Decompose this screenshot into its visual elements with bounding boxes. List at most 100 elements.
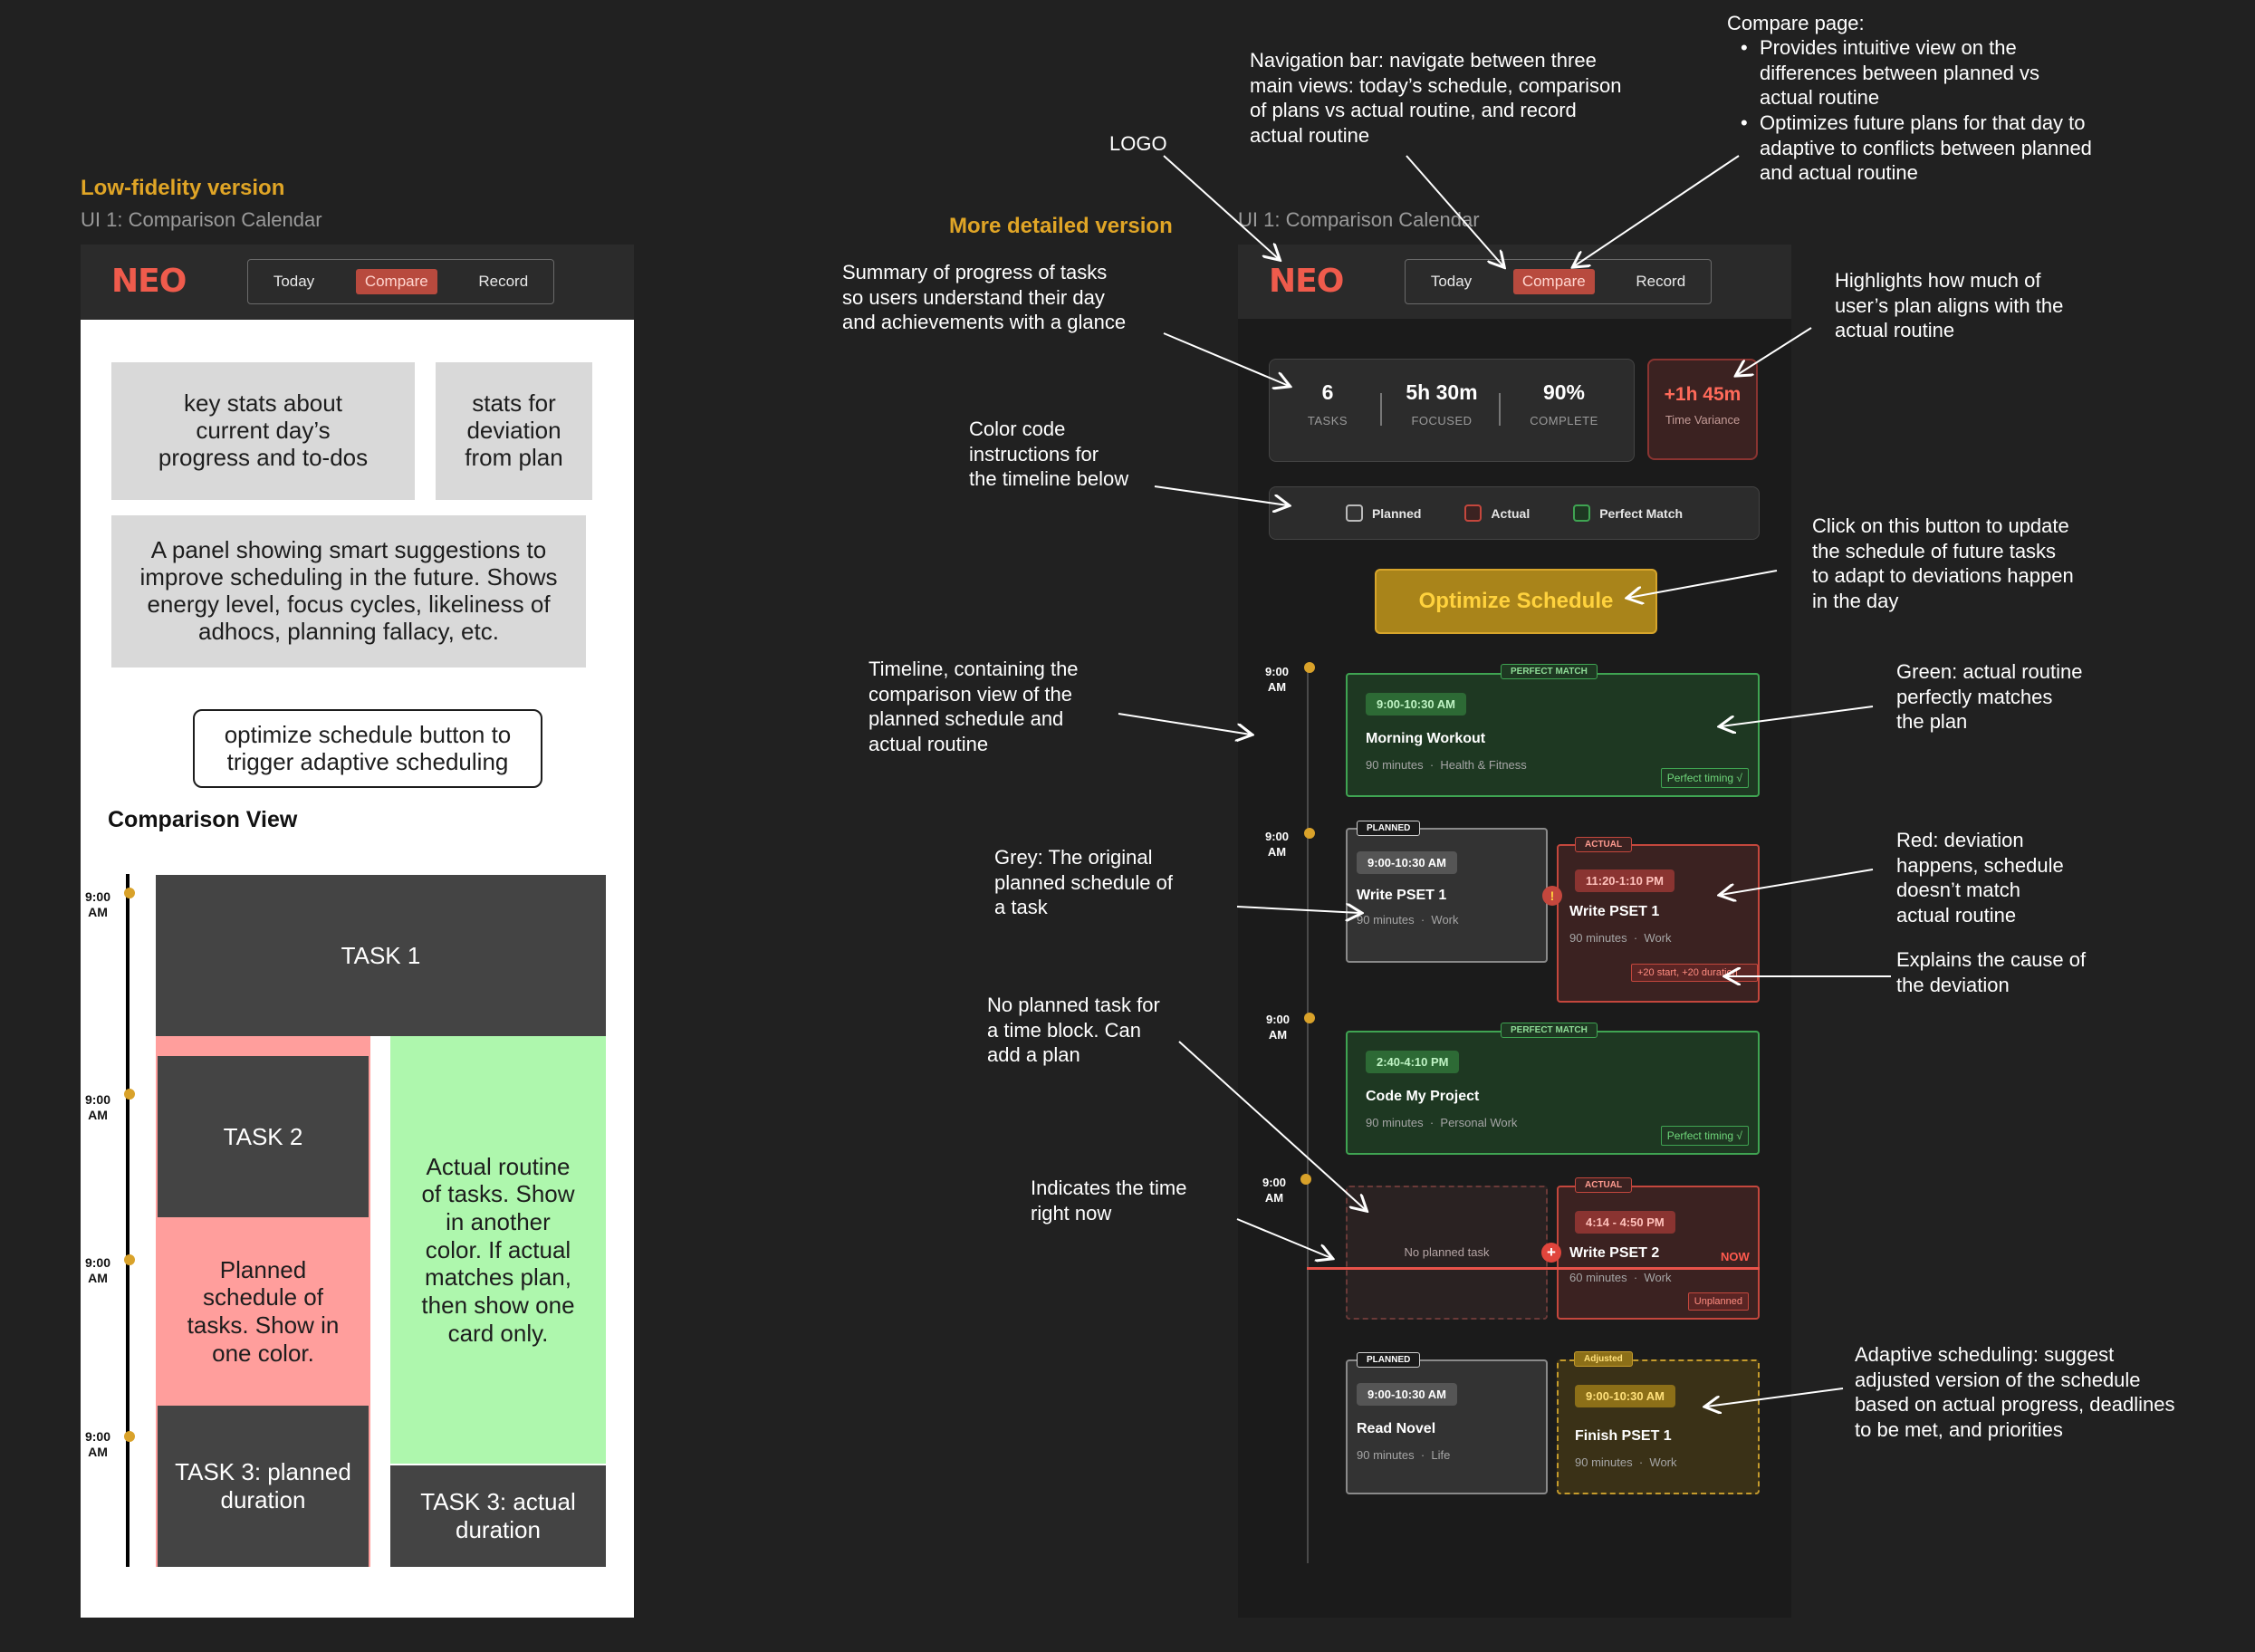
actual-description: Actual routine of tasks. Show in another… bbox=[390, 1036, 606, 1464]
variance-value: +1h 45m bbox=[1664, 384, 1742, 405]
annotation-highlights: Highlights how much of user’s plan align… bbox=[1835, 269, 2064, 341]
time-label: 9:00 AM bbox=[84, 1429, 111, 1459]
time-label: 9:00 AM bbox=[1262, 1176, 1287, 1205]
task-1-card[interactable]: TASK 1 bbox=[156, 875, 606, 1036]
task-3-planned-card[interactable]: TASK 3: planned duration bbox=[158, 1406, 369, 1567]
task-card-morning-workout[interactable]: 9:00-10:30 AM Morning Workout 90 minutes… bbox=[1346, 673, 1760, 797]
task-title: Write PSET 2 bbox=[1569, 1245, 1660, 1261]
unplanned-chip: Unplanned bbox=[1687, 1292, 1749, 1311]
tab-compare[interactable]: Compare bbox=[1512, 269, 1595, 294]
arrow-green bbox=[1721, 706, 1874, 726]
task-duration: 90 minutes bbox=[1569, 931, 1627, 945]
meta-separator: · bbox=[1429, 1116, 1435, 1129]
tab-today[interactable]: Today bbox=[273, 273, 315, 290]
tab-record[interactable]: Record bbox=[478, 273, 529, 290]
task-category: Life bbox=[1431, 1448, 1451, 1462]
arrow-nav bbox=[1406, 155, 1503, 266]
annotation-compare-bullet-1: Provides intuitive view on the differenc… bbox=[1760, 36, 2040, 109]
annotation-grey: Grey: The original planned schedule of a… bbox=[994, 846, 1173, 918]
stat-divider bbox=[1380, 393, 1382, 426]
task-time-pill: 9:00-10:30 AM bbox=[1575, 1385, 1675, 1407]
color-legend: Planned Actual Perfect Match bbox=[1269, 486, 1760, 540]
arrow-summary bbox=[1163, 332, 1289, 386]
stat-label: COMPLETE bbox=[1530, 414, 1598, 427]
low-fi-heading: Low-fidelity version bbox=[81, 176, 285, 200]
task-title: Write PSET 1 bbox=[1569, 904, 1660, 919]
task-meta: 90 minutes · Life bbox=[1357, 1448, 1450, 1462]
task-card-code-project[interactable]: 2:40-4:10 PM Code My Project 90 minutes … bbox=[1346, 1031, 1760, 1155]
task-title: Finish PSET 1 bbox=[1575, 1428, 1672, 1444]
task-time-pill: 11:20-1:10 PM bbox=[1575, 869, 1674, 892]
stat-value: 5h 30m bbox=[1406, 380, 1478, 404]
task-card-pset2-actual[interactable]: 4:14 - 4:50 PM Write PSET 2 60 minutes ·… bbox=[1557, 1186, 1760, 1320]
arrow-now bbox=[1236, 1218, 1331, 1258]
timeline-dot bbox=[1300, 1174, 1311, 1185]
task-meta: 90 minutes · Health & Fitness bbox=[1366, 758, 1527, 772]
task-2-card[interactable]: TASK 2 bbox=[158, 1056, 369, 1217]
task-category: Personal Work bbox=[1440, 1116, 1518, 1129]
suggestions-panel-placeholder: A panel showing smart suggestions to imp… bbox=[111, 515, 586, 668]
meta-separator: · bbox=[1429, 758, 1435, 772]
empty-slot-add-plan[interactable]: No planned task bbox=[1346, 1186, 1548, 1320]
task-3-actual-card[interactable]: TASK 3: actual duration bbox=[390, 1465, 606, 1567]
task-time-pill: 9:00-10:30 AM bbox=[1357, 851, 1457, 874]
meta-separator: · bbox=[1638, 1455, 1644, 1469]
annotation-no-planned: No planned task for a time block. Can ad… bbox=[987, 994, 1160, 1066]
planned-description: Planned schedule of tasks. Show in one c… bbox=[158, 1217, 369, 1406]
task-duration: 60 minutes bbox=[1569, 1271, 1627, 1284]
stat-tasks: 6 TASKS bbox=[1269, 380, 1387, 427]
stat-value: 90% bbox=[1542, 380, 1586, 404]
arrow-adaptive bbox=[1706, 1388, 1844, 1407]
arrow-no-planned bbox=[1178, 1041, 1366, 1210]
annotation-nav-bar: Navigation bar: navigate between three m… bbox=[1250, 49, 1622, 147]
task-time-pill: 2:40-4:10 PM bbox=[1366, 1051, 1460, 1073]
task-title: Read Novel bbox=[1357, 1421, 1436, 1436]
task-card-pset1-planned[interactable]: 9:00-10:30 AM Write PSET 1 90 minutes · … bbox=[1346, 828, 1548, 963]
stat-divider bbox=[1499, 393, 1501, 426]
detailed-logo[interactable]: NEO bbox=[1269, 263, 1344, 300]
task-card-finish-pset1-adjusted[interactable]: 9:00-10:30 AM Finish PSET 1 90 minutes ·… bbox=[1557, 1359, 1760, 1494]
time-label: 9:00 AM bbox=[1264, 830, 1290, 859]
arrow-grey bbox=[1236, 907, 1360, 913]
optimize-schedule-button[interactable]: Optimize Schedule bbox=[1375, 569, 1657, 634]
stat-label: FOCUSED bbox=[1411, 414, 1473, 427]
arrow-variance bbox=[1737, 327, 1812, 375]
timeline-dot bbox=[1304, 828, 1315, 839]
stat-label: TASKS bbox=[1307, 414, 1348, 427]
perfect-timing-chip: Perfect timing √ bbox=[1660, 1126, 1749, 1146]
planned-tag: PLANNED bbox=[1357, 1352, 1421, 1368]
task-duration: 90 minutes bbox=[1357, 913, 1415, 927]
arrow-optimize bbox=[1628, 570, 1778, 598]
task-title: Morning Workout bbox=[1366, 731, 1486, 746]
perfect-match-tag: PERFECT MATCH bbox=[1501, 1023, 1598, 1038]
task-category: Work bbox=[1649, 1455, 1677, 1469]
task-category: Work bbox=[1431, 913, 1459, 927]
arrow-legend bbox=[1154, 485, 1288, 505]
task-time-pill: 9:00-10:30 AM bbox=[1366, 693, 1466, 716]
task-category: Work bbox=[1644, 1271, 1672, 1284]
optimize-button-placeholder[interactable]: optimize schedule button to trigger adap… bbox=[193, 709, 542, 788]
summary-stats-card bbox=[1269, 359, 1635, 462]
task-meta: 60 minutes · Work bbox=[1569, 1271, 1672, 1284]
tab-record[interactable]: Record bbox=[1636, 273, 1686, 290]
annotation-summary: Summary of progress of tasks so users un… bbox=[842, 261, 1127, 333]
actual-tag: ACTUAL bbox=[1575, 1177, 1633, 1193]
annotation-timeline: Timeline, containing the comparison view… bbox=[868, 658, 1079, 755]
task-card-read-novel[interactable]: 9:00-10:30 AM Read Novel 90 minutes · Li… bbox=[1346, 1359, 1548, 1494]
task-meta: 90 minutes · Personal Work bbox=[1366, 1116, 1517, 1129]
tab-today[interactable]: Today bbox=[1430, 273, 1473, 290]
annotation-time-now: Indicates the time right now bbox=[1031, 1177, 1187, 1225]
task-meta: 90 minutes · Work bbox=[1569, 931, 1672, 945]
actual-swatch bbox=[1464, 504, 1483, 522]
low-fi-logo[interactable]: NEO bbox=[111, 263, 187, 300]
add-plan-icon[interactable]: + bbox=[1541, 1243, 1561, 1263]
comparison-view-title: Comparison View bbox=[108, 807, 298, 832]
task-category: Health & Fitness bbox=[1440, 758, 1527, 772]
task-time-pill: 9:00-10:30 AM bbox=[1357, 1383, 1457, 1406]
annotation-click-optimize: Click on this button to update the sched… bbox=[1812, 514, 2074, 612]
stat-focused: 5h 30m FOCUSED bbox=[1383, 380, 1501, 427]
tab-compare[interactable]: Compare bbox=[355, 269, 437, 294]
time-label: 9:00 AM bbox=[1265, 1013, 1291, 1042]
low-fi-nav-tabs: Today Compare Record bbox=[247, 259, 554, 304]
